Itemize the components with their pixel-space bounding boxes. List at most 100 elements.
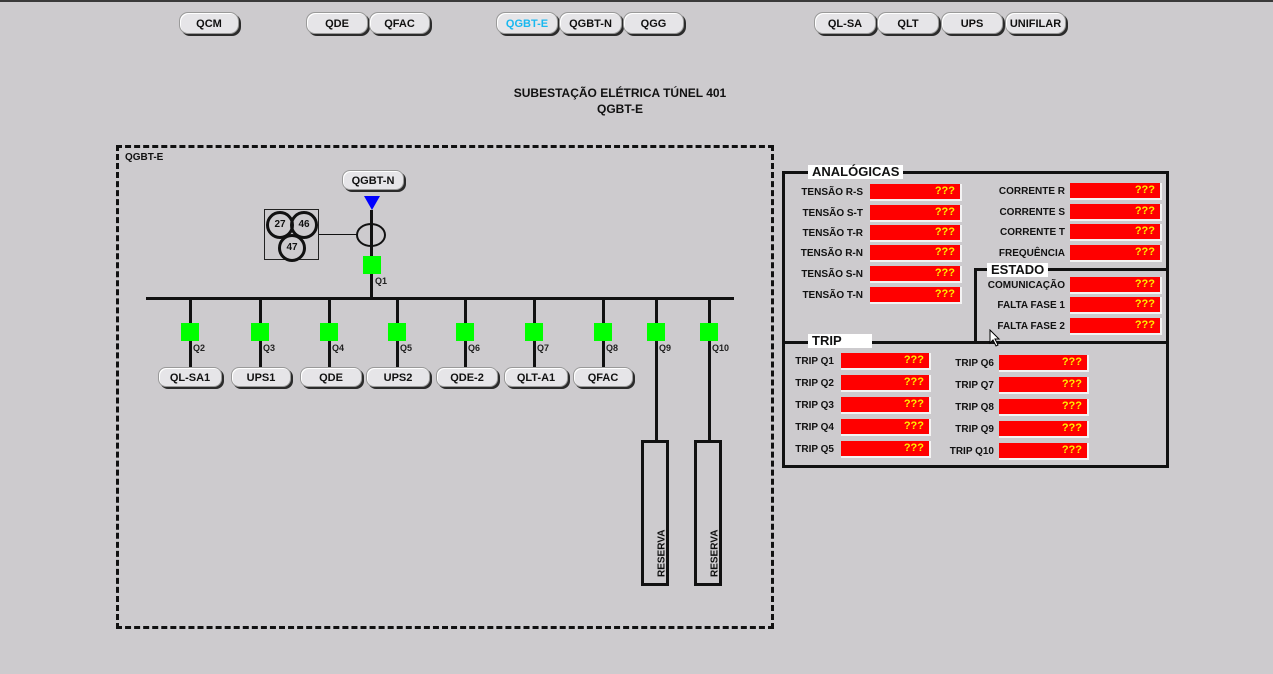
trip-q7-value: ???: [999, 377, 1089, 394]
analog-tens-o-t-r-label: TENSÃO T-R: [802, 228, 863, 239]
breaker-q4[interactable]: [320, 323, 338, 341]
breaker-label-q2: Q2: [193, 343, 206, 353]
nav-button-qgbt-n[interactable]: QGBT-N: [559, 12, 622, 34]
analog-frequ-ncia-label: FREQUÊNCIA: [998, 248, 1065, 259]
page-title-line2: QGBT-E: [596, 102, 643, 116]
analog-tens-o-t-r-value: ???: [870, 225, 962, 242]
analog-corrente-t-label: CORRENTE T: [1000, 227, 1065, 238]
page-title-line1: SUBESTAÇÃO ELÉTRICA TÚNEL 401: [513, 86, 727, 100]
feeder-line: [655, 298, 658, 440]
feeder-line: [708, 298, 711, 440]
load-button-qlt-a1[interactable]: QLT-A1: [504, 367, 568, 387]
nav-button-unifilar[interactable]: UNIFILAR: [1005, 12, 1066, 34]
load-button-qde-2[interactable]: QDE-2: [436, 367, 498, 387]
busbar: [146, 297, 734, 300]
trip-q7-label: TRIP Q7: [955, 380, 994, 391]
estado-title: ESTADO: [987, 263, 1049, 277]
trip-q5-label: TRIP Q5: [795, 444, 834, 455]
estado-comunica-o-value: ???: [1070, 277, 1162, 294]
estado-falta-fase-1-value: ???: [1070, 297, 1162, 314]
analog-tens-o-s-n-value: ???: [870, 266, 962, 283]
nav-button-qgbt-e[interactable]: QGBT-E: [496, 12, 558, 34]
trip-q5-value: ???: [841, 441, 931, 458]
load-button-ups1[interactable]: UPS1: [231, 367, 291, 387]
breaker-label-q5: Q5: [400, 343, 413, 353]
analog-corrente-r-value: ???: [1070, 183, 1162, 200]
trip-q1-value: ???: [841, 353, 931, 370]
relay-46-icon: 46: [290, 211, 318, 239]
breaker-q5[interactable]: [388, 323, 406, 341]
analogicas-title: ANALÓGICAS: [808, 165, 904, 179]
trip-q3-label: TRIP Q3: [795, 400, 834, 411]
analog-tens-o-s-t-value: ???: [870, 205, 962, 222]
incoming-line: [370, 210, 373, 300]
estado-falta-fase-1-label: FALTA FASE 1: [997, 300, 1065, 311]
source-button-qgbt-n[interactable]: QGBT-N: [342, 170, 404, 190]
analog-tens-o-s-t-label: TENSÃO S-T: [802, 208, 863, 219]
analog-tens-o-r-n-value: ???: [870, 245, 962, 262]
reserve-label: RESERVA: [656, 529, 668, 577]
page-title: SUBESTAÇÃO ELÉTRICA TÚNEL 401 QGBT-E: [470, 85, 770, 117]
breaker-q3[interactable]: [251, 323, 269, 341]
trip-q6-value: ???: [999, 355, 1089, 372]
estado-falta-fase-2-value: ???: [1070, 318, 1162, 335]
diagram-frame-label: QGBT-E: [125, 152, 164, 163]
nav-button-qlt[interactable]: QLT: [877, 12, 939, 34]
estado-border-top: [974, 268, 1169, 271]
nav-button-qfac[interactable]: QFAC: [369, 12, 430, 34]
estado-comunica-o-label: COMUNICAÇÃO: [987, 280, 1065, 291]
nav-button-qgg[interactable]: QGG: [623, 12, 684, 34]
trip-q4-label: TRIP Q4: [795, 422, 834, 433]
ct-relay-link: [319, 234, 357, 235]
breaker-label-q4: Q4: [332, 343, 345, 353]
nav-button-ql-sa[interactable]: QL-SA: [814, 12, 876, 34]
trip-title: TRIP: [808, 334, 872, 348]
nav-button-qcm[interactable]: QCM: [179, 12, 239, 34]
current-transformer-icon: [356, 223, 386, 247]
load-button-qde[interactable]: QDE: [300, 367, 362, 387]
analog-corrente-s-value: ???: [1070, 204, 1162, 221]
analog-tens-o-t-n-value: ???: [870, 287, 962, 304]
single-line-diagram-frame: [116, 145, 774, 629]
breaker-label-q6: Q6: [468, 343, 481, 353]
analog-tens-o-r-n-label: TENSÃO R-N: [800, 248, 863, 259]
analog-tens-o-r-s-value: ???: [870, 184, 962, 201]
reserve-label: RESERVA: [709, 529, 721, 577]
top-border: [0, 0, 1273, 2]
trip-q8-value: ???: [999, 399, 1089, 416]
relay-47-icon: 47: [278, 234, 306, 262]
reserve-feeder-box: RESERVA: [694, 440, 722, 586]
analog-corrente-t-value: ???: [1070, 224, 1162, 241]
status-panel: [782, 171, 1169, 468]
breaker-label-q9: Q9: [659, 343, 672, 353]
load-button-ups2[interactable]: UPS2: [366, 367, 430, 387]
mouse-cursor-icon: [989, 329, 1001, 347]
breaker-label-q7: Q7: [537, 343, 550, 353]
analog-tens-o-r-s-label: TENSÃO R-S: [801, 187, 863, 198]
trip-q10-label: TRIP Q10: [949, 446, 994, 457]
trip-q9-label: TRIP Q9: [955, 424, 994, 435]
breaker-q10[interactable]: [700, 323, 718, 341]
breaker-label-q8: Q8: [606, 343, 619, 353]
estado-falta-fase-2-label: FALTA FASE 2: [997, 321, 1065, 332]
trip-q8-label: TRIP Q8: [955, 402, 994, 413]
nav-button-qde[interactable]: QDE: [306, 12, 368, 34]
breaker-q2[interactable]: [181, 323, 199, 341]
load-button-ql-sa1[interactable]: QL-SA1: [158, 367, 222, 387]
breaker-q9[interactable]: [647, 323, 665, 341]
nav-button-ups[interactable]: UPS: [941, 12, 1003, 34]
breaker-label-q3: Q3: [263, 343, 276, 353]
trip-q4-value: ???: [841, 419, 931, 436]
breaker-label-q1: Q1: [375, 276, 388, 286]
trip-q3-value: ???: [841, 397, 931, 414]
load-button-qfac[interactable]: QFAC: [573, 367, 633, 387]
analog-corrente-r-label: CORRENTE R: [998, 186, 1065, 197]
incoming-arrow-icon: [364, 196, 380, 210]
breaker-q7[interactable]: [525, 323, 543, 341]
breaker-q1[interactable]: [363, 256, 381, 274]
trip-q6-label: TRIP Q6: [955, 358, 994, 369]
breaker-q8[interactable]: [594, 323, 612, 341]
analog-corrente-s-label: CORRENTE S: [999, 207, 1065, 218]
trip-q1-label: TRIP Q1: [795, 356, 834, 367]
breaker-q6[interactable]: [456, 323, 474, 341]
